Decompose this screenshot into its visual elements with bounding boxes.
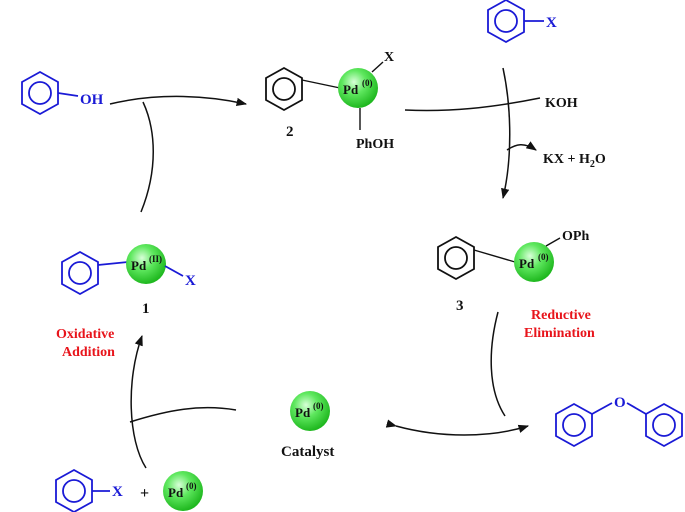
arrow-phenol-to-int2 [109,95,248,107]
int2-number: 2 [286,124,294,140]
byproduct-tail: O [595,152,606,167]
arrow-reagents-to-int1 [130,335,147,469]
arrow-byproduct-release [506,141,537,151]
int3-oph-label: OPh [562,229,589,244]
pd-sphere-bottom [163,471,203,511]
phenol-molecule: OH [21,70,104,116]
plus-sign: + [140,485,149,502]
int2-x-label: X [384,50,394,65]
reductive-elimination-line2: Elimination [524,326,595,341]
intermediate-3: Pd (0) OPh 3 [437,229,589,314]
diphenyl-ether-product: O [555,395,683,448]
int1-x-label: X [185,273,196,289]
int2-phoh-label: PhOH [356,137,394,152]
catalyst-oxidation-label: (0) [313,401,324,411]
pd-sphere-catalyst [290,391,330,431]
int2-oxidation-label: (0) [362,78,373,88]
reductive-elimination-line1: Reductive [531,308,591,323]
byproduct-sub: 2 [590,159,595,170]
base-koh-label: KOH [545,96,578,111]
phenol-oh-label: OH [80,92,104,108]
catalyst-pd-label: Pd [295,405,311,420]
bottom-pd-oxidation-label: (0) [186,481,197,491]
oxidative-addition-line2: Addition [62,345,115,360]
curve-koh-entry [404,97,541,112]
bottom-pd: Pd (0) [163,471,203,511]
pd-sphere-int2 [338,68,378,108]
arrow-catalyst-product [385,419,530,436]
byproduct-main: KX + H [543,152,590,167]
bottom-pd-label: Pd [168,485,184,500]
intermediate-2: Pd (0) X PhOH 2 [265,50,394,152]
curve-int3-down [490,311,506,417]
int2-pd-label: Pd [343,82,359,97]
int3-oxidation-label: (0) [538,252,549,262]
arrow-int1-to-top [140,101,154,213]
int1-oxidation-label: (II) [149,254,162,264]
arrow-int2-to-int3 [501,67,511,200]
aryl-halide-top: X [487,0,557,44]
byproduct-label: KX + H2O [543,152,606,170]
int1-pd-label: Pd [131,258,147,273]
oxidative-addition-line1: Oxidative [56,327,114,342]
aryl-halide-top-x: X [546,15,557,31]
int3-number: 3 [456,298,464,314]
product-o-label: O [614,395,626,411]
pd-sphere-int1 [126,244,166,284]
curve-catalyst-entry [129,406,237,423]
int1-number: 1 [142,301,150,317]
catalyst: Pd (0) Catalyst [281,391,334,460]
aryl-halide-bottom: X [55,468,123,512]
intermediate-1: Pd (II) X 1 [61,244,196,317]
catalyst-label: Catalyst [281,444,334,460]
int3-pd-label: Pd [519,256,535,271]
aryl-halide-bottom-x: X [112,484,123,500]
pd-sphere-int3 [514,242,554,282]
